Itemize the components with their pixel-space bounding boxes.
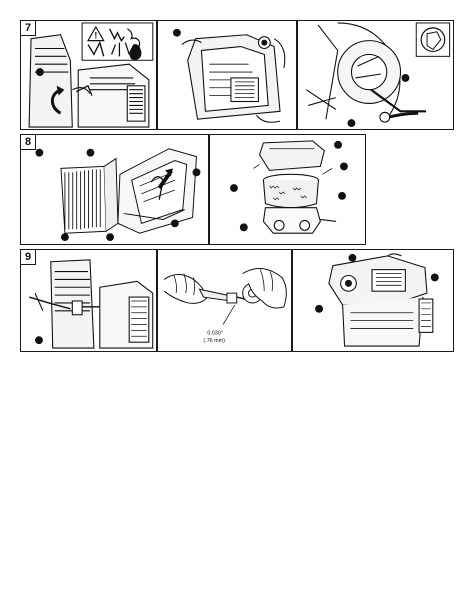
- callout-marker: [173, 28, 181, 37]
- engine-top-view-illustration: [315, 253, 439, 347]
- arrow-icon: [157, 168, 173, 190]
- callout-marker: [106, 233, 115, 242]
- callout-marker: [338, 191, 346, 200]
- svg-text:!: !: [94, 31, 97, 41]
- spark-gap-mm: (.76 mm): [203, 338, 225, 344]
- callout-marker: [170, 219, 179, 228]
- section-8-panel-2: [209, 134, 366, 245]
- callout-marker: [348, 253, 357, 262]
- section-9-panel-2: 0.030" (.76 mm): [157, 249, 292, 352]
- warning-symbols-icon: !: [81, 22, 154, 61]
- callout-marker: [239, 223, 248, 232]
- callout-marker: [334, 140, 342, 149]
- callout-marker: [430, 273, 439, 282]
- callout-marker: [401, 74, 410, 82]
- engine-shroud-illustration: [173, 28, 286, 123]
- section-9-panel-1: 9: [20, 249, 157, 352]
- curved-arrow-icon: [50, 85, 65, 115]
- callout-marker: [315, 304, 323, 313]
- air-filter-cartridge-illustration: [35, 148, 201, 242]
- spark-plug-removal-illustration: [28, 259, 154, 349]
- book-icon: [415, 22, 451, 57]
- foam-filter-illustration: [230, 140, 348, 234]
- callout-marker: [35, 68, 44, 76]
- spark-gap-inch: 0.030": [207, 330, 222, 336]
- section-9-panel-3: [292, 249, 454, 352]
- section-7-panel-2: [157, 20, 297, 130]
- section-7-panel-1: 7 !: [20, 20, 157, 130]
- callout-marker: [35, 336, 43, 345]
- callout-marker: [86, 148, 95, 157]
- section-8-panel-1: 8: [20, 134, 209, 245]
- callout-marker: [340, 162, 348, 171]
- engine-side-illustration: !: [28, 22, 154, 128]
- step-number-7: 7: [21, 21, 36, 36]
- flywheel-brake-illustration: [305, 22, 451, 128]
- spark-plug-gap-illustration: 0.030" (.76 mm): [163, 268, 287, 344]
- step-number-8: 8: [21, 135, 36, 150]
- callout-marker: [60, 233, 69, 242]
- section-7-panel-3: [297, 20, 454, 130]
- callout-marker: [35, 148, 44, 157]
- callout-marker: [230, 184, 238, 192]
- callout-marker: [347, 119, 356, 128]
- step-number-9: 9: [21, 250, 36, 265]
- callout-marker: [192, 168, 201, 177]
